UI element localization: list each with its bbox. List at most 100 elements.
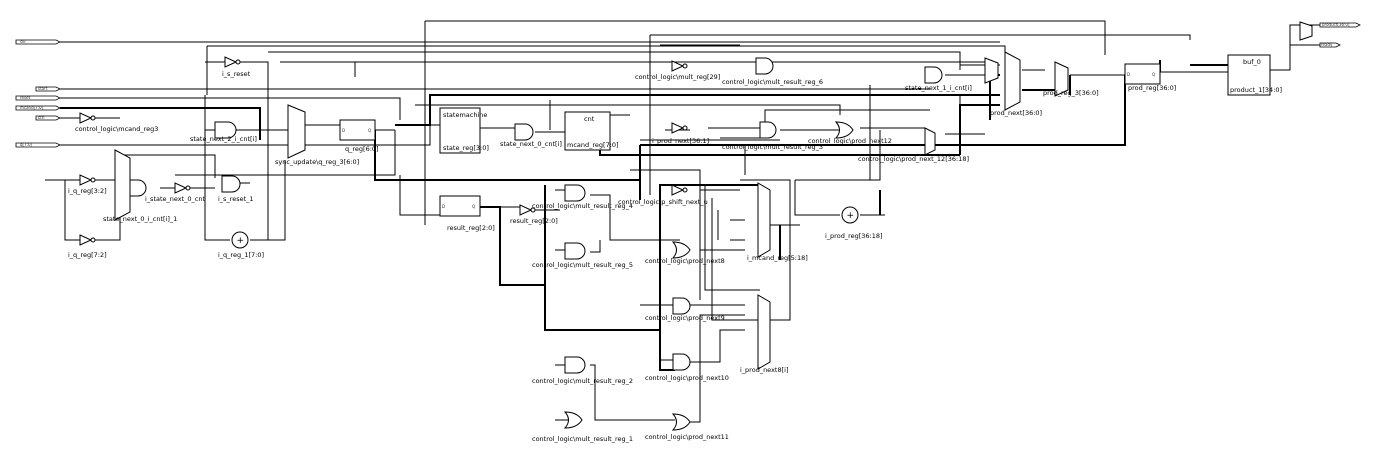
mux-i-prod-next: [1004, 51, 1021, 111]
input-port-1: clk: [15, 39, 61, 45]
label-prod-reg-3: prod_reg_3[36:0]: [1043, 89, 1099, 97]
label-prod-reg: prod_reg[36:0]: [1128, 84, 1176, 92]
mux-output: [1299, 21, 1313, 41]
mux-prod-next-12: [924, 127, 936, 156]
state-reg-label: state_reg[3:0]: [443, 144, 489, 152]
and-gate-mult-reg-5: [564, 242, 586, 260]
statemachine-title: statemachine: [443, 111, 487, 119]
inverter-mcand-reg3: [79, 112, 96, 124]
label-q-reg-7-2: i_q_reg[7:2]: [68, 251, 107, 259]
input-port-5: ctrl: [35, 115, 61, 121]
label-i-mcand-reg: i_mcand_reg[5:18]: [747, 254, 808, 262]
inverter-state-next-0: [174, 182, 191, 194]
input-port-2: start: [35, 86, 61, 92]
output-port-1-label: product[36:0]: [1322, 22, 1350, 27]
label-i-q-reg-1: i_q_reg_1[7:0]: [218, 251, 264, 259]
label-prod-next12: control_logic\prod_next12: [808, 137, 892, 145]
mux-i-prod-next8: [757, 294, 771, 370]
svg-text:Q: Q: [1152, 72, 1155, 77]
label-i-prod-next8: i_prod_next8[i]: [740, 366, 788, 374]
svg-text:D: D: [342, 128, 345, 133]
product-1-label: product_1[34:0]: [1230, 86, 1282, 94]
and-gate-mult-reg-6: [755, 57, 774, 75]
output-port-2: ready: [1319, 42, 1341, 48]
component-labels: control_logic\mcand_reg3 i_q_reg[3:2] i_…: [68, 70, 1176, 443]
adders: + +: [231, 206, 859, 249]
and-gate-mult-reg-4: [564, 184, 586, 202]
label-mult-reg-4: control_logic\mult_result_reg_4: [532, 202, 633, 210]
and-gate-mult-reg-3: [759, 121, 777, 139]
input-port-3: reset: [15, 95, 61, 101]
block-statemachine: statemachine state_reg[3:0]: [439, 107, 489, 154]
input-port-4: mcand[7:0]: [15, 105, 61, 111]
multiplexers: [114, 21, 1313, 370]
label-prod-next11: control_logic\prod_next11: [645, 433, 729, 441]
input-port-2-label: start: [38, 86, 48, 91]
inverter-s-reset: [224, 56, 241, 68]
label-prod-next8: control_logic\prod_next8: [645, 257, 725, 265]
or-gate-prod-next12: [834, 121, 854, 139]
block-buf-0: buf_0 product_1[34:0]: [1227, 54, 1282, 96]
label-mult-reg-29: control_logic\mult_reg[29]: [635, 73, 720, 81]
input-port-1-label: clk: [20, 39, 26, 44]
inverter-q-reg-7-2: [79, 234, 96, 246]
inverter-result-reg: [519, 204, 536, 216]
svg-text:Q: Q: [368, 128, 371, 133]
or-gate-prod-next11: [671, 413, 691, 431]
cnt-title: cnt: [584, 115, 595, 123]
and-gates: [129, 57, 943, 374]
and-gate-prod-next10: [672, 353, 691, 371]
inverter-gates: [79, 56, 688, 246]
label-i-prod-next: i_prod_next[36:1]: [652, 137, 709, 145]
svg-text:D: D: [442, 204, 445, 209]
label-prod-next10: control_logic\prod_next10: [645, 374, 729, 382]
label-result-reg-inv: result_reg[2:0]: [510, 217, 558, 225]
input-port-6: q[7:0]: [15, 142, 61, 148]
and-gate-state-next-0-1: [129, 179, 147, 197]
io-ports: clk start reset mcand[7:0] ctrl q[7:0] p…: [15, 22, 1361, 148]
mcand-reg-label: mcand_reg[7:0]: [567, 141, 619, 149]
label-prod-next-12: control_logic\prod_next_12[36:18]: [858, 155, 969, 163]
label-state-next-0-cnt-a: state_next_0_cnt[i]: [500, 140, 562, 148]
buf0-title: buf_0: [1243, 58, 1261, 66]
input-port-4-label: mcand[7:0]: [20, 105, 44, 110]
or-gates: [563, 121, 854, 431]
label-state-next-0-cnt: i_state_next_0_cnt: [145, 195, 206, 203]
label-mult-reg-6: control_logic\mult_result_reg_6: [722, 78, 823, 86]
mux-sync-update: [287, 104, 306, 159]
plus-icon: +: [237, 236, 245, 246]
and-gate-s-reset-1: [221, 175, 241, 193]
adder-q-reg: +: [231, 231, 249, 249]
svg-text:Q: Q: [472, 204, 475, 209]
input-port-3-label: reset: [20, 95, 31, 100]
label-prod-next: prod_next[36:0]: [990, 109, 1042, 117]
and-gate-state-next-1: [924, 66, 943, 84]
bus-network: [60, 60, 1230, 371]
mux-prod-reg-3: [1054, 61, 1069, 97]
input-port-6-label: q[7:0]: [20, 142, 33, 147]
or-gate-mult-reg-1: [563, 411, 583, 429]
label-state-next-1: state_next_1_i_cnt[i]: [905, 84, 972, 92]
register-result-reg: D Q: [439, 195, 481, 217]
inverter-p-shift: [671, 184, 688, 196]
label-mult-reg-1: control_logic\mult_result_reg_1: [532, 435, 633, 443]
label-mult-reg-3: control_logic\mult_result_reg_3: [722, 143, 823, 151]
plus-icon: +: [847, 211, 855, 221]
or-gate-prod-next8: [671, 241, 691, 259]
label-q-reg-3-2: i_q_reg[3:2]: [68, 187, 107, 195]
and-gate-mult-reg-2: [564, 356, 586, 374]
label-mcand-reg3: control_logic\mcand_reg3: [75, 125, 158, 133]
block-cnt: cnt mcand_reg[7:0]: [564, 111, 619, 151]
input-port-5-label: ctrl: [38, 115, 45, 120]
label-s-reset: i_s_reset: [222, 70, 251, 78]
inverter-mult-reg-29: [671, 60, 688, 72]
svg-text:D: D: [1127, 72, 1130, 77]
label-result-reg: result_reg[2:0]: [447, 224, 495, 232]
label-sync-update: sync_update\q_reg_3[6:0]: [275, 158, 359, 166]
label-prod-next9: control_logic\prod_next9: [645, 314, 725, 322]
and-gate-state-next-2: [214, 121, 237, 139]
and-gate-state-next-0-cnt: [514, 123, 534, 141]
adder-prod-reg: +: [841, 206, 859, 224]
